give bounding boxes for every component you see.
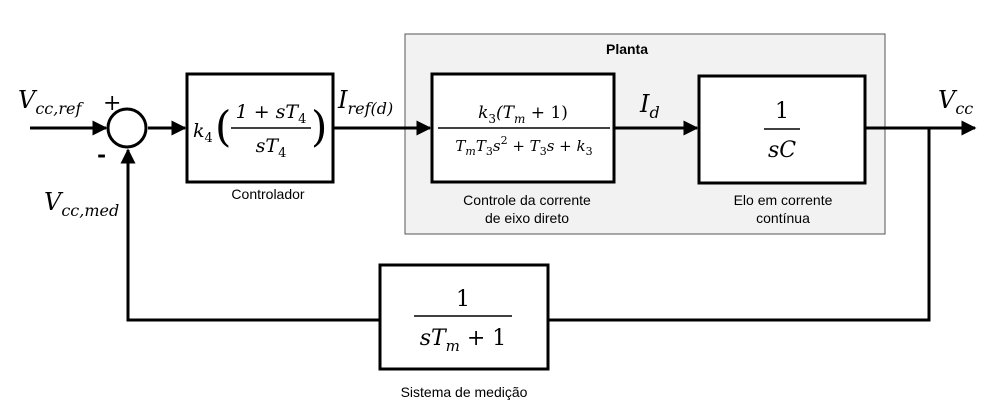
controller-left-paren: (	[215, 102, 231, 151]
current-control-denominator: TmT3s2 + T3s + k3	[455, 134, 592, 158]
vcc-ref-label: Vcc,ref	[18, 86, 84, 118]
summing-junction	[106, 107, 148, 149]
dc-link-caption-line1: Elo em corrente	[734, 192, 833, 208]
iref-label: Iref(d)	[337, 86, 393, 118]
current-control-caption-line1: Controle da corrente	[463, 192, 591, 208]
minus-sign: -	[97, 142, 106, 168]
dc-link-caption-line2: contínua	[756, 210, 810, 226]
controller-numerator: 1 + sT4	[236, 101, 307, 127]
controller-denominator: sT4	[256, 135, 287, 161]
feedback-right-line	[548, 128, 931, 322]
controller-caption: Controlador	[231, 186, 304, 202]
plus-sign: +	[103, 91, 121, 116]
feedback-left-line	[120, 148, 380, 322]
measurement-block	[378, 263, 550, 371]
measurement-numerator: 1	[456, 287, 470, 312]
current-control-numerator: k3(Tm + 1)	[478, 103, 568, 126]
controller-right-paren: )	[311, 102, 327, 151]
vcc-med-label: Vcc,med	[44, 188, 119, 220]
measurement-denominator: sTm + 1	[420, 326, 507, 355]
id-label: Id	[639, 90, 660, 122]
current-control-caption-line2: de eixo direto	[485, 210, 569, 226]
vcc-label: Vcc	[938, 86, 973, 118]
dc-link-numerator: 1	[775, 99, 789, 124]
measurement-caption: Sistema de medição	[401, 384, 528, 400]
dc-link-denominator: sC	[768, 138, 796, 163]
controller-gain: k4	[193, 120, 213, 146]
plant-title: Planta	[606, 41, 648, 57]
